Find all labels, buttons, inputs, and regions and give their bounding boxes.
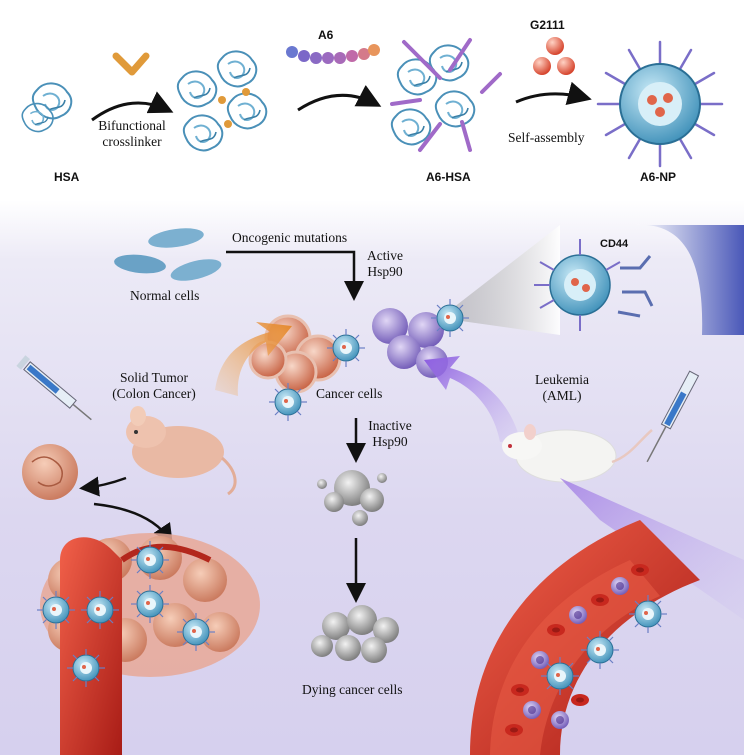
a6-hsa-conjugate xyxy=(390,38,502,152)
g2111-label: G2111 xyxy=(530,18,565,32)
arrow-mouse-to-tumor xyxy=(79,476,127,497)
arrow-to-a6-hsa xyxy=(297,85,382,112)
hsa-protein-structure xyxy=(21,82,73,133)
leukemia-line2: (AML) xyxy=(542,388,582,403)
inactive-hsp90-label: Inactive Hsp90 xyxy=(362,418,418,450)
active-hsp90-label: Active Hsp90 xyxy=(360,248,410,280)
leukemia-blood-vessel xyxy=(470,520,700,755)
syringe-left xyxy=(16,355,92,421)
crosslinker-label-line2: crosslinker xyxy=(102,134,162,149)
cd44-label: CD44 xyxy=(600,238,629,250)
self-assembly-label: Self-assembly xyxy=(508,130,585,145)
active-hsp90-line2: Hsp90 xyxy=(367,264,403,279)
cd44-receptors xyxy=(617,255,654,318)
hsa-label: HSA xyxy=(54,170,80,184)
crosslinker-label: Bifunctional crosslinker xyxy=(94,118,170,150)
cell-debris xyxy=(317,470,387,526)
inactive-hsp90-line1: Inactive xyxy=(368,418,412,433)
arrow-self-assembly xyxy=(515,81,592,106)
oncogenic-mutations-label: Oncogenic mutations xyxy=(232,230,348,245)
oncogenic-path-line xyxy=(226,250,364,301)
a6-label: A6 xyxy=(318,28,334,42)
crosslinker-icon xyxy=(112,52,150,76)
inactive-hsp90-line2: Hsp90 xyxy=(372,434,408,449)
leukemia-line1: Leukemia xyxy=(535,372,589,387)
crosslinked-hsa-cluster xyxy=(176,50,268,152)
cancer-cells-solid xyxy=(248,314,342,394)
solid-tumor-line2: (Colon Cancer) xyxy=(112,386,196,401)
cancer-cells-leukemia xyxy=(372,308,448,378)
np-binding-cd44 xyxy=(534,239,621,331)
normal-cells xyxy=(114,228,222,281)
dying-cancer-cells-label: Dying cancer cells xyxy=(302,682,403,697)
arrow-hsa-to-crosslinked xyxy=(91,91,174,122)
crosslinker-label-line1: Bifunctional xyxy=(98,118,166,133)
active-hsp90-line1: Active xyxy=(367,248,403,263)
leukemia-targeting-arrow xyxy=(424,356,520,442)
solid-tumor-targeting-arrow xyxy=(215,322,292,396)
a6-hsa-label: A6-HSA xyxy=(426,170,471,184)
cancer-cell-membrane xyxy=(636,224,744,335)
a6-peptide-chain xyxy=(286,44,380,64)
g2111-drug-spheres xyxy=(533,37,575,75)
tumor-mass xyxy=(22,444,78,500)
tumor-vascular-illustration xyxy=(36,533,260,755)
white-mouse xyxy=(502,424,653,483)
normal-cells-label: Normal cells xyxy=(130,288,200,303)
cd44-targeting-cone xyxy=(440,225,560,335)
dying-cancer-cells xyxy=(311,605,399,663)
leukemia-label: Leukemia (AML) xyxy=(522,372,602,404)
cancer-cells-label: Cancer cells xyxy=(316,386,383,401)
a6-np-nanoparticle xyxy=(596,40,724,168)
syringe-right xyxy=(646,370,700,463)
solid-tumor-line1: Solid Tumor xyxy=(120,370,188,385)
a6-np-label: A6-NP xyxy=(640,170,677,184)
nude-mouse xyxy=(126,406,237,496)
solid-tumor-label: Solid Tumor (Colon Cancer) xyxy=(104,370,204,402)
